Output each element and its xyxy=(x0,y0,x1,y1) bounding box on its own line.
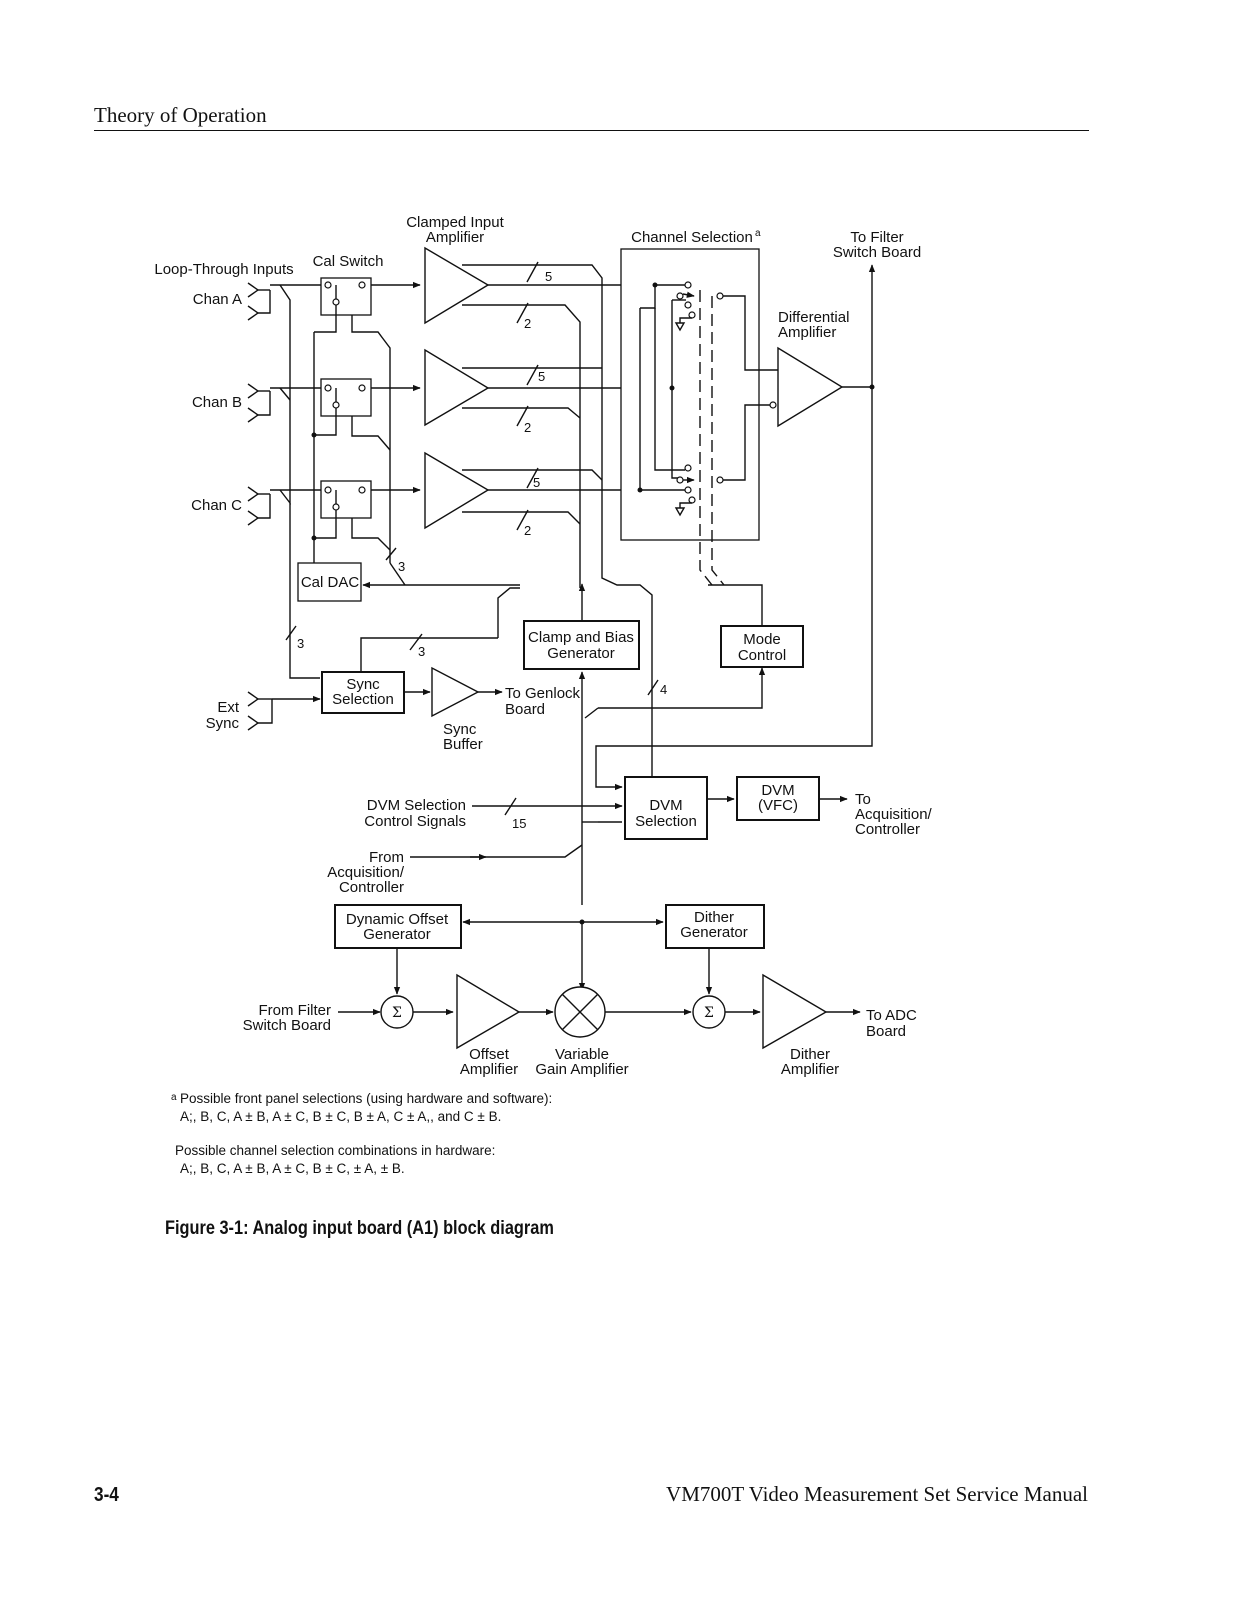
dynamic-offset-label-2: Generator xyxy=(363,926,431,943)
dither-generator-box xyxy=(665,904,765,949)
mode-control-box xyxy=(720,625,804,668)
ext-sync-label-2: Sync xyxy=(206,715,240,732)
from-acquisition-label-1: From xyxy=(369,849,404,866)
bus-width-mode: 4 xyxy=(660,682,667,697)
bus-width-b-lower: 2 xyxy=(524,420,531,435)
ext-sync-connector xyxy=(247,691,273,731)
offset-amplifier xyxy=(456,973,521,1050)
differential-amplifier-label-2: Amplifier xyxy=(778,324,836,341)
to-acquisition-label-2: Acquisition/ xyxy=(855,806,933,823)
clamp-and-bias-label-2: Generator xyxy=(547,645,615,662)
page-number: 3-4 xyxy=(94,1484,119,1506)
chan-a-connector xyxy=(247,282,271,321)
sync-buffer xyxy=(431,666,480,718)
offset-amplifier-label-1: Offset xyxy=(469,1046,510,1063)
dvm-vfc-label-1: DVM xyxy=(761,782,794,799)
to-acquisition-label-1: To xyxy=(855,791,871,808)
bus-width-c-lower: 2 xyxy=(524,523,531,538)
chan-b-label: Chan B xyxy=(192,394,242,411)
loop-through-inputs-label: Loop-Through Inputs xyxy=(154,261,293,278)
bus-width-a-upper: 5 xyxy=(545,269,552,284)
channel-selection-note-mark: a xyxy=(755,228,761,239)
dvm-control-signals-label-2: Control Signals xyxy=(364,813,466,830)
chan-c-connector xyxy=(247,486,271,526)
channel-selection-label: Channel Selection xyxy=(631,229,753,246)
chan-a-label: Chan A xyxy=(193,291,242,308)
to-genlock-label-2: Board xyxy=(505,701,545,718)
header-rule xyxy=(94,130,1089,131)
bus-width-cal-dac: 3 xyxy=(398,559,405,574)
footnote-mark: a xyxy=(171,1092,177,1103)
cal-switch-label: Cal Switch xyxy=(313,253,384,270)
dither-amplifier-label-1: Dither xyxy=(790,1046,830,1063)
footnote-line-2: A;, B, C, A ± B, A ± C, B ± C, B ± A, C … xyxy=(180,1109,501,1124)
clamped-input-amplifier-label-2: Amplifier xyxy=(426,229,484,246)
dynamic-offset-generator-box xyxy=(334,904,462,949)
sync-buffer-label-2: Buffer xyxy=(443,736,483,753)
bus-width-sync: 3 xyxy=(418,644,425,659)
to-adc-label-2: Board xyxy=(866,1023,906,1040)
dither-amplifier-label-2: Amplifier xyxy=(781,1061,839,1078)
to-genlock-label-1: To Genlock xyxy=(505,685,581,702)
from-acquisition-label-2: Acquisition/ xyxy=(327,864,405,881)
offset-amplifier-label-2: Amplifier xyxy=(460,1061,518,1078)
sync-selection-label-2: Selection xyxy=(332,691,394,708)
sync-selection-box xyxy=(321,671,405,714)
dither-amplifier xyxy=(762,973,828,1050)
bus-width-dvm-control: 15 xyxy=(512,816,526,831)
footnote-line-3: Possible channel selection combinations … xyxy=(175,1143,495,1158)
footnote-line-4: A;, B, C, A ± B, A ± C, B ± C, ± A, ± B. xyxy=(180,1161,405,1176)
bus-width-a-lower: 2 xyxy=(524,316,531,331)
footnote-line-1: Possible front panel selections (using h… xyxy=(180,1091,552,1106)
to-acquisition-label-3: Controller xyxy=(855,821,920,838)
from-acquisition-label-3: Controller xyxy=(339,879,404,896)
differential-amplifier-label-1: Differential xyxy=(778,309,849,326)
cal-dac-box xyxy=(297,562,362,602)
dvm-selection-box xyxy=(624,776,708,840)
clamp-and-bias-label-1: Clamp and Bias xyxy=(528,629,634,646)
variable-gain-label-2: Gain Amplifier xyxy=(535,1061,628,1078)
sync-selection-label-1: Sync xyxy=(346,676,380,693)
cal-dac-label: Cal DAC xyxy=(301,574,360,591)
ext-sync-label-1: Ext xyxy=(217,699,240,716)
clamped-input-amplifier-label-1: Clamped Input xyxy=(406,214,504,231)
clamped-input-amplifier-b xyxy=(424,348,490,427)
dvm-selection-label-2: Selection xyxy=(635,813,697,830)
mode-control-label-2: Control xyxy=(738,647,786,664)
to-filter-label-1: To Filter xyxy=(850,229,903,246)
dvm-selection-label-1: DVM xyxy=(649,797,682,814)
clamped-input-amplifier-c xyxy=(424,451,490,530)
dynamic-offset-label-1: Dynamic Offset xyxy=(346,911,449,928)
bus-width-c-upper: 5 xyxy=(533,475,540,490)
page-header-title: Theory of Operation xyxy=(94,103,267,127)
clamp-and-bias-generator-box xyxy=(523,620,640,670)
channel-selection-box xyxy=(620,248,760,541)
differential-amplifier xyxy=(777,346,844,428)
chan-b-connector xyxy=(247,383,271,423)
clamped-input-amplifier-a xyxy=(424,246,490,325)
dither-generator-label-1: Dither xyxy=(694,909,734,926)
bus-width-cal-left: 3 xyxy=(297,636,304,651)
cal-switch-a xyxy=(320,277,372,316)
dvm-control-signals-label-1: DVM Selection xyxy=(367,797,466,814)
from-filter-label-2: Switch Board xyxy=(243,1017,331,1034)
manual-title: VM700T Video Measurement Set Service Man… xyxy=(666,1482,1088,1506)
dither-sum-symbol: Σ xyxy=(704,1005,714,1021)
bus-width-b-upper: 5 xyxy=(538,369,545,384)
sync-buffer-label-1: Sync xyxy=(443,721,477,738)
cal-switch-c xyxy=(320,480,372,519)
dvm-vfc-label-2: (VFC) xyxy=(758,797,798,814)
to-filter-label-2: Switch Board xyxy=(833,244,921,261)
cal-switch-b xyxy=(320,378,372,417)
to-adc-label-1: To ADC xyxy=(866,1007,917,1024)
mode-control-label-1: Mode xyxy=(743,631,781,648)
from-filter-label-1: From Filter xyxy=(259,1002,332,1019)
variable-gain-label-1: Variable xyxy=(555,1046,609,1063)
chan-c-label: Chan C xyxy=(191,497,242,514)
offset-sum-symbol: Σ xyxy=(392,1005,402,1021)
figure-caption: Figure 3-1: Analog input board (A1) bloc… xyxy=(165,1218,554,1239)
dither-generator-label-2: Generator xyxy=(680,924,748,941)
